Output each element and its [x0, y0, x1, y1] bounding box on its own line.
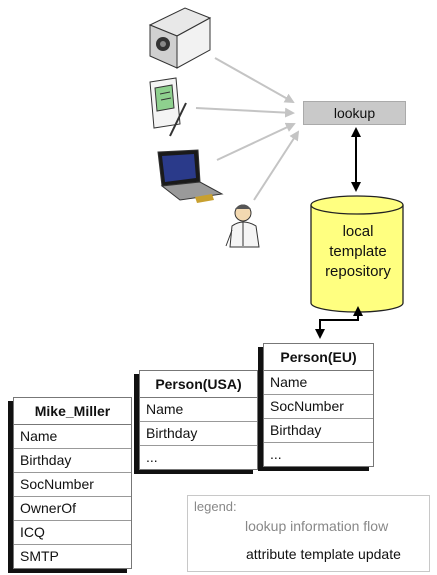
table-row: ...	[270, 446, 282, 462]
table-person-usa: Person(USA) Name Birthday ...	[139, 370, 258, 470]
table-person-eu: Person(EU) Name SocNumber Birthday ...	[263, 343, 374, 467]
person-icon	[225, 204, 260, 248]
table-mike-miller: Mike_Miller Name Birthday SocNumber Owne…	[13, 397, 132, 569]
legend-lookup-flow-label: lookup information flow	[245, 518, 389, 534]
repository-template-update-arrow	[315, 306, 363, 339]
table-row: Name	[264, 371, 373, 395]
table-row: ...	[146, 449, 158, 465]
table-row: Birthday	[14, 449, 131, 473]
flow-arrow-person	[253, 130, 300, 201]
table-row: Name	[140, 398, 257, 422]
legend-template-update-label: attribute template update	[246, 546, 401, 562]
lookup-box: lookup	[303, 101, 406, 125]
legend-box: legend: lookup information flow attribut…	[187, 495, 430, 572]
lookup-flow-arrows	[195, 57, 300, 201]
repository-label: local template repository	[313, 222, 403, 282]
repository-line-2: template	[329, 243, 387, 260]
table-title: Person(USA)	[140, 371, 257, 398]
laptop-icon	[157, 149, 224, 203]
table-row: OwnerOf	[14, 497, 131, 521]
repository-cylinder	[310, 195, 404, 313]
legend-title: legend:	[194, 499, 237, 514]
table-row: Birthday	[264, 419, 373, 443]
lookup-label: lookup	[333, 105, 376, 121]
table-title: Mike_Miller	[14, 398, 131, 425]
table-row: ICQ	[14, 521, 131, 545]
table-row: SMTP	[20, 548, 59, 564]
flow-arrow-projector	[214, 57, 295, 103]
table-row: Name	[14, 425, 131, 449]
flow-arrow-laptop	[216, 122, 296, 161]
pda-icon	[149, 77, 187, 137]
repository-line-3: repository	[325, 263, 391, 280]
table-title: Person(EU)	[264, 344, 373, 371]
flow-arrow-pda	[195, 107, 295, 118]
projector-icon	[148, 7, 212, 69]
table-row: Birthday	[140, 422, 257, 446]
table-row: SocNumber	[14, 473, 131, 497]
repository-line-1: local	[342, 223, 374, 240]
table-row: SocNumber	[264, 395, 373, 419]
